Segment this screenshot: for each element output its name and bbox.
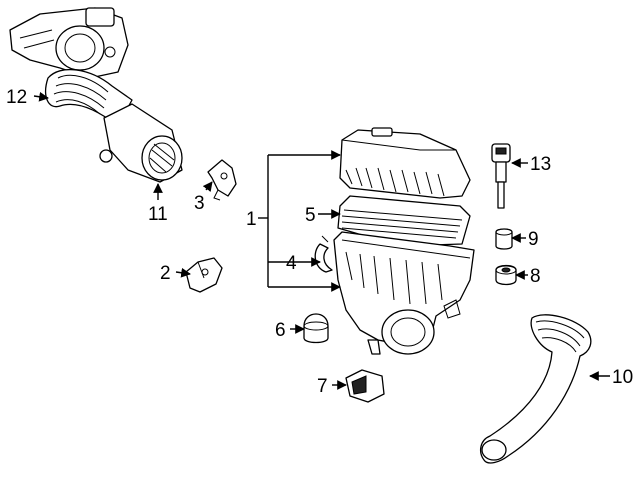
callout-9: 9 <box>528 229 539 250</box>
mount-7 <box>345 369 385 403</box>
intake-air-temp-sensor <box>491 143 511 209</box>
outlet-duct <box>479 314 592 464</box>
grommet-8 <box>495 264 517 286</box>
lower-housing <box>333 231 475 355</box>
air-cleaner-cover <box>339 127 471 199</box>
callout-3: 3 <box>194 193 205 214</box>
callout-10: 10 <box>612 367 633 388</box>
callout-11: 11 <box>148 204 168 225</box>
hose-clip <box>314 235 333 273</box>
callout-2: 2 <box>160 263 171 284</box>
callout-13: 13 <box>530 154 551 175</box>
callout-8: 8 <box>530 266 541 287</box>
callout-1: 1 <box>246 209 257 230</box>
grommet-9 <box>495 228 513 250</box>
callout-6: 6 <box>275 320 286 341</box>
bracket-2 <box>185 257 223 293</box>
callout-5: 5 <box>305 205 316 226</box>
leader-lines <box>33 91 610 390</box>
grommet-6 <box>303 313 329 344</box>
callout-7: 7 <box>317 376 328 397</box>
throttle-body <box>9 7 129 79</box>
callout-4: 4 <box>286 253 297 274</box>
intake-hose <box>45 68 133 127</box>
mass-air-flow-sensor <box>99 103 183 183</box>
callout-12: 12 <box>6 87 27 108</box>
air-filter-element <box>337 195 471 247</box>
bracket-3 <box>207 159 237 201</box>
